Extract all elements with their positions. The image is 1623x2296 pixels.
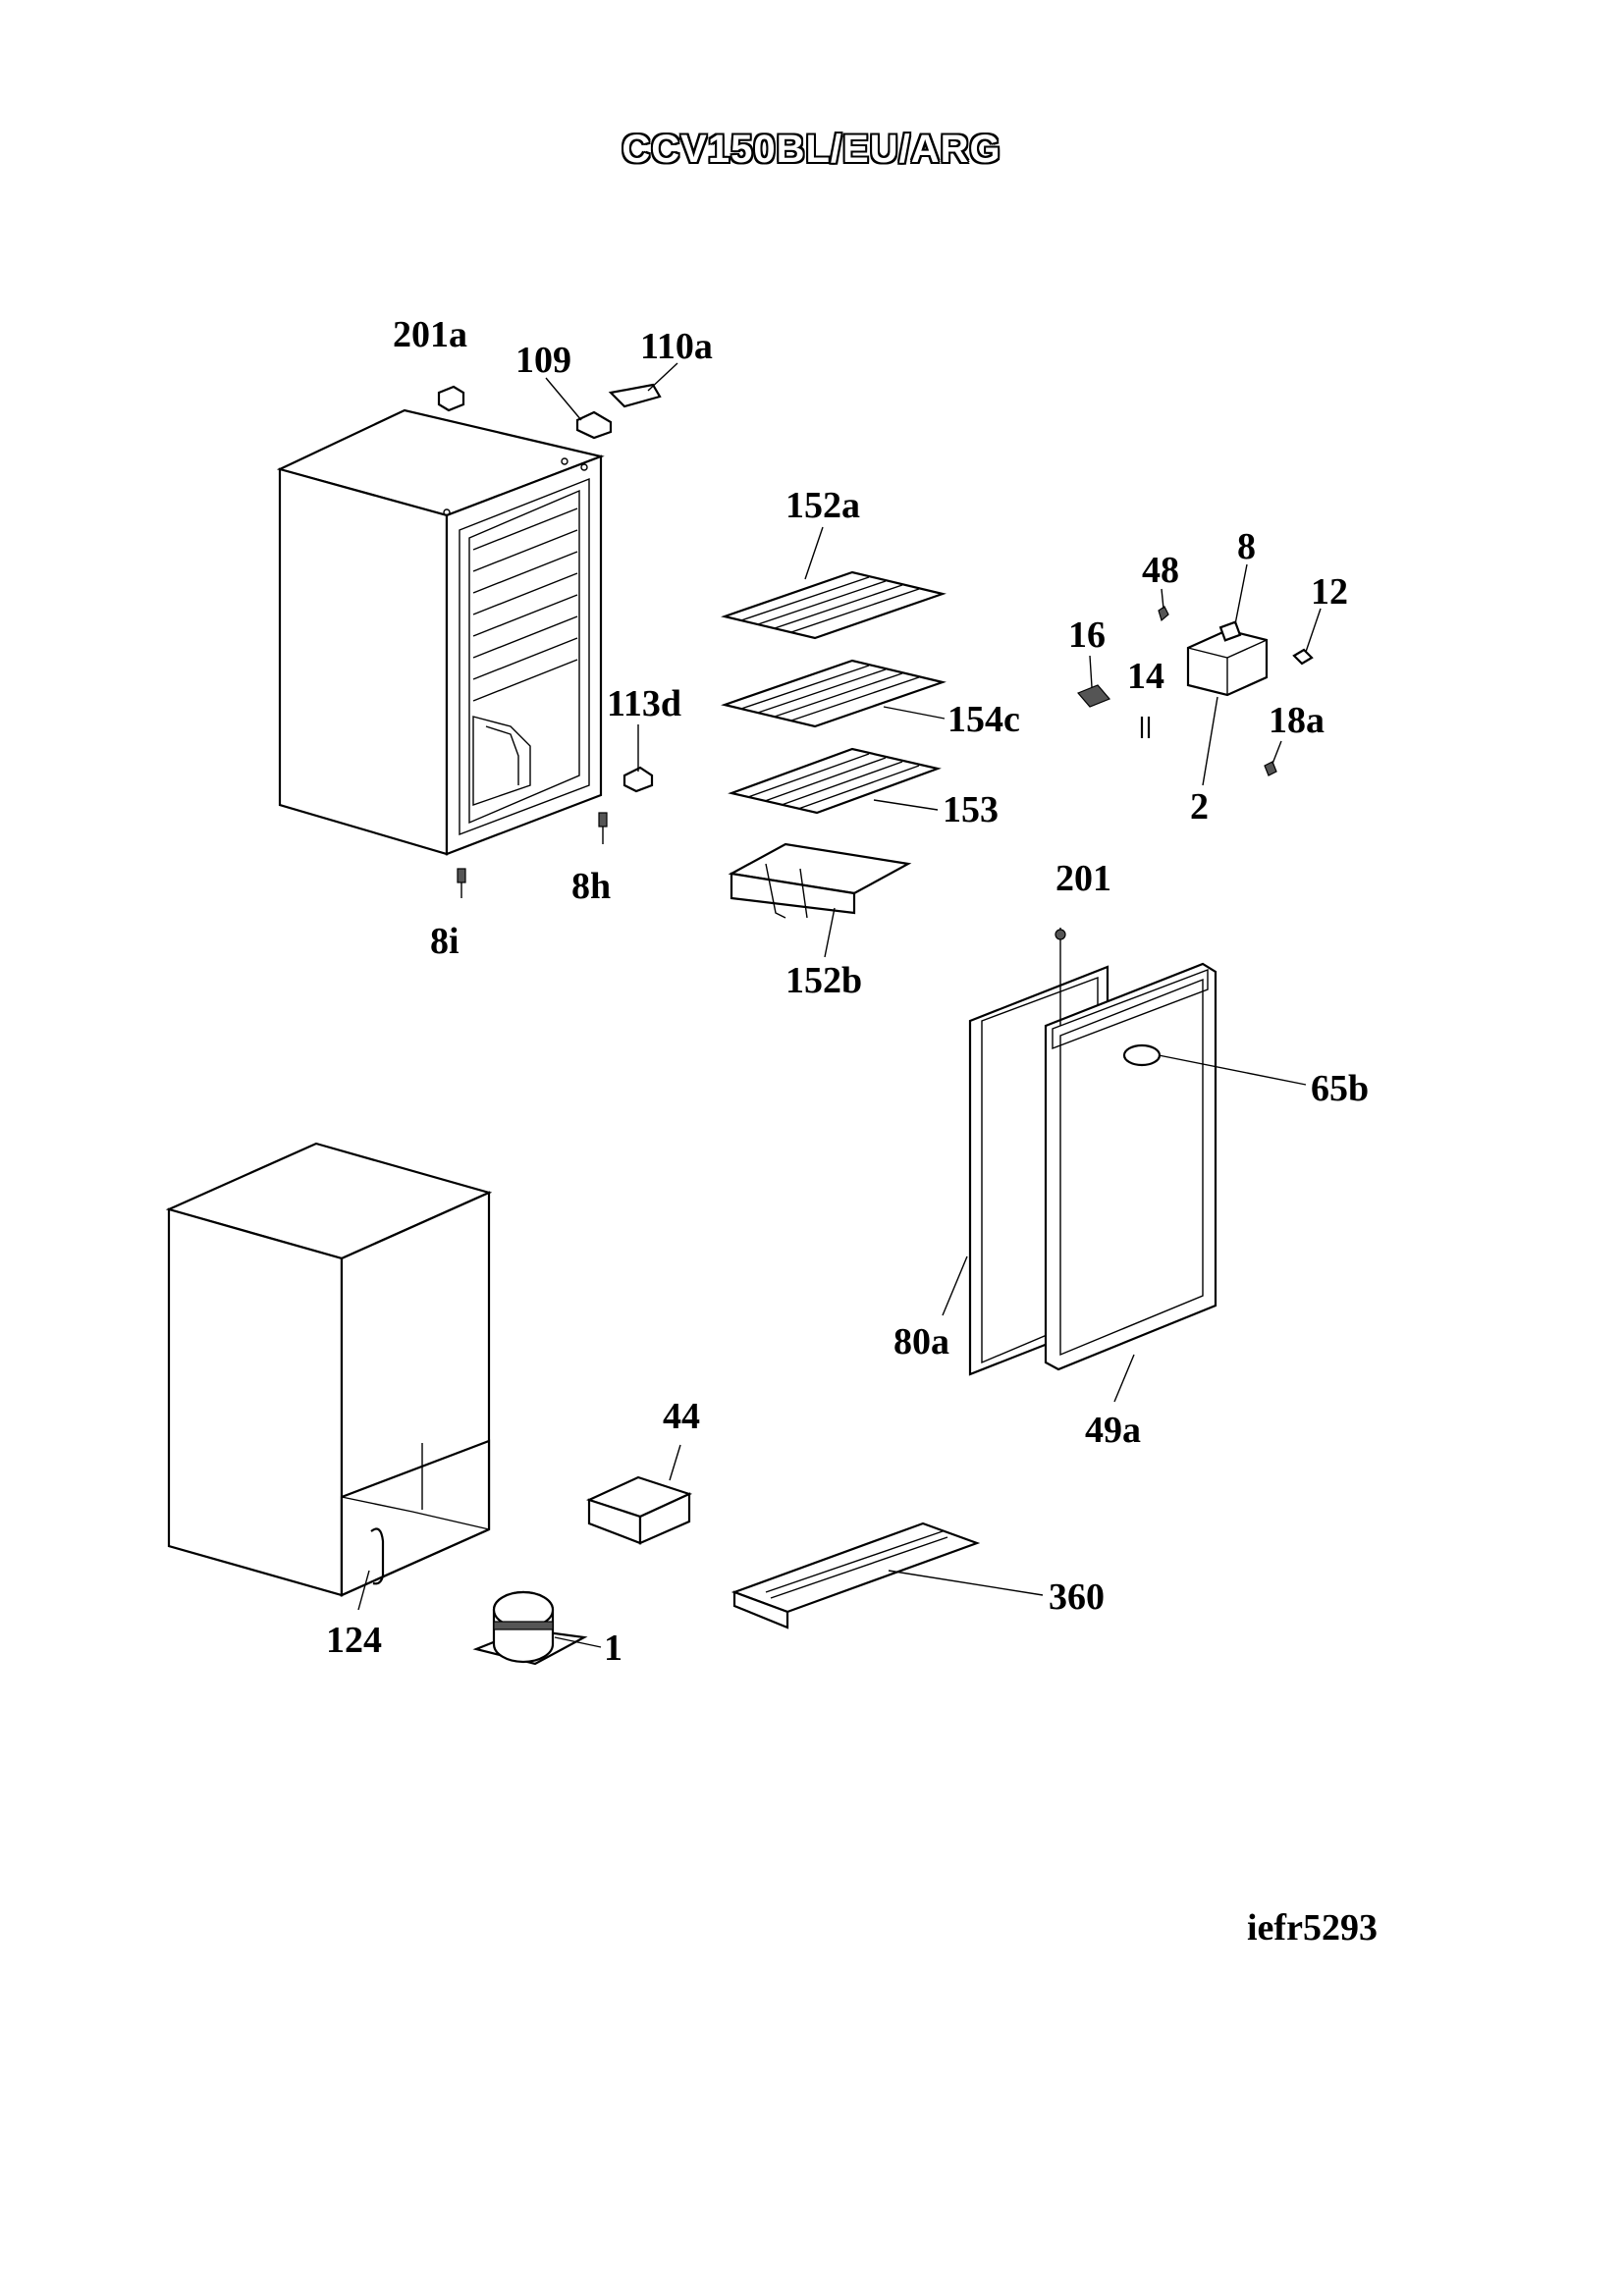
label-201: 201 (1055, 858, 1111, 899)
label-152b: 152b (785, 960, 863, 1001)
label-154c: 154c (947, 699, 1020, 740)
shelf-152a (721, 526, 947, 640)
crisper-152b (728, 842, 912, 958)
label-18a: 18a (1269, 700, 1325, 741)
label-109: 109 (515, 340, 571, 381)
label-113d: 113d (607, 683, 682, 724)
hinge-109 (545, 377, 613, 440)
part-16 (1076, 655, 1111, 708)
label-65b: 65b (1311, 1068, 1370, 1109)
part-12 (1292, 608, 1322, 666)
thermostat-group (1186, 628, 1269, 786)
hinge-113d (622, 724, 654, 793)
shelf-154c (721, 659, 947, 728)
drip-tray-44 (585, 1444, 693, 1545)
cabinet-body (276, 408, 605, 856)
foot-8h (598, 812, 608, 844)
label-8h: 8h (571, 866, 612, 907)
label-153: 153 (943, 789, 999, 830)
label-16: 16 (1068, 614, 1106, 656)
label-8: 8 (1237, 526, 1256, 567)
model-title: CCV150BL/EU/ARG (622, 128, 1001, 171)
part-8 (1218, 563, 1248, 642)
shelf-153 (728, 747, 942, 815)
door-panel-49a (1044, 928, 1307, 1403)
label-12: 12 (1311, 571, 1348, 613)
part-18a (1264, 740, 1282, 776)
part-48 (1158, 588, 1169, 622)
label-110a: 110a (640, 326, 713, 367)
compressor-1 (472, 1590, 602, 1666)
hinge-cap-201a (437, 385, 465, 412)
base-plate-360 (730, 1522, 1044, 1629)
label-152a: 152a (785, 485, 860, 526)
hinge-cover-110a (608, 362, 678, 408)
label-124: 124 (326, 1620, 382, 1661)
foot-8i (457, 868, 466, 898)
label-2: 2 (1190, 786, 1209, 828)
label-360: 360 (1049, 1576, 1105, 1618)
label-49a: 49a (1085, 1410, 1141, 1451)
label-80a: 80a (893, 1321, 949, 1362)
part-14 (1140, 717, 1151, 738)
label-8i: 8i (430, 921, 460, 962)
document-reference: iefr5293 (1247, 1907, 1378, 1949)
label-201a: 201a (393, 314, 467, 355)
cabinet-back (165, 1142, 493, 1611)
label-1: 1 (604, 1628, 622, 1669)
label-14: 14 (1127, 656, 1164, 697)
label-48: 48 (1142, 550, 1179, 591)
label-44: 44 (663, 1396, 700, 1437)
